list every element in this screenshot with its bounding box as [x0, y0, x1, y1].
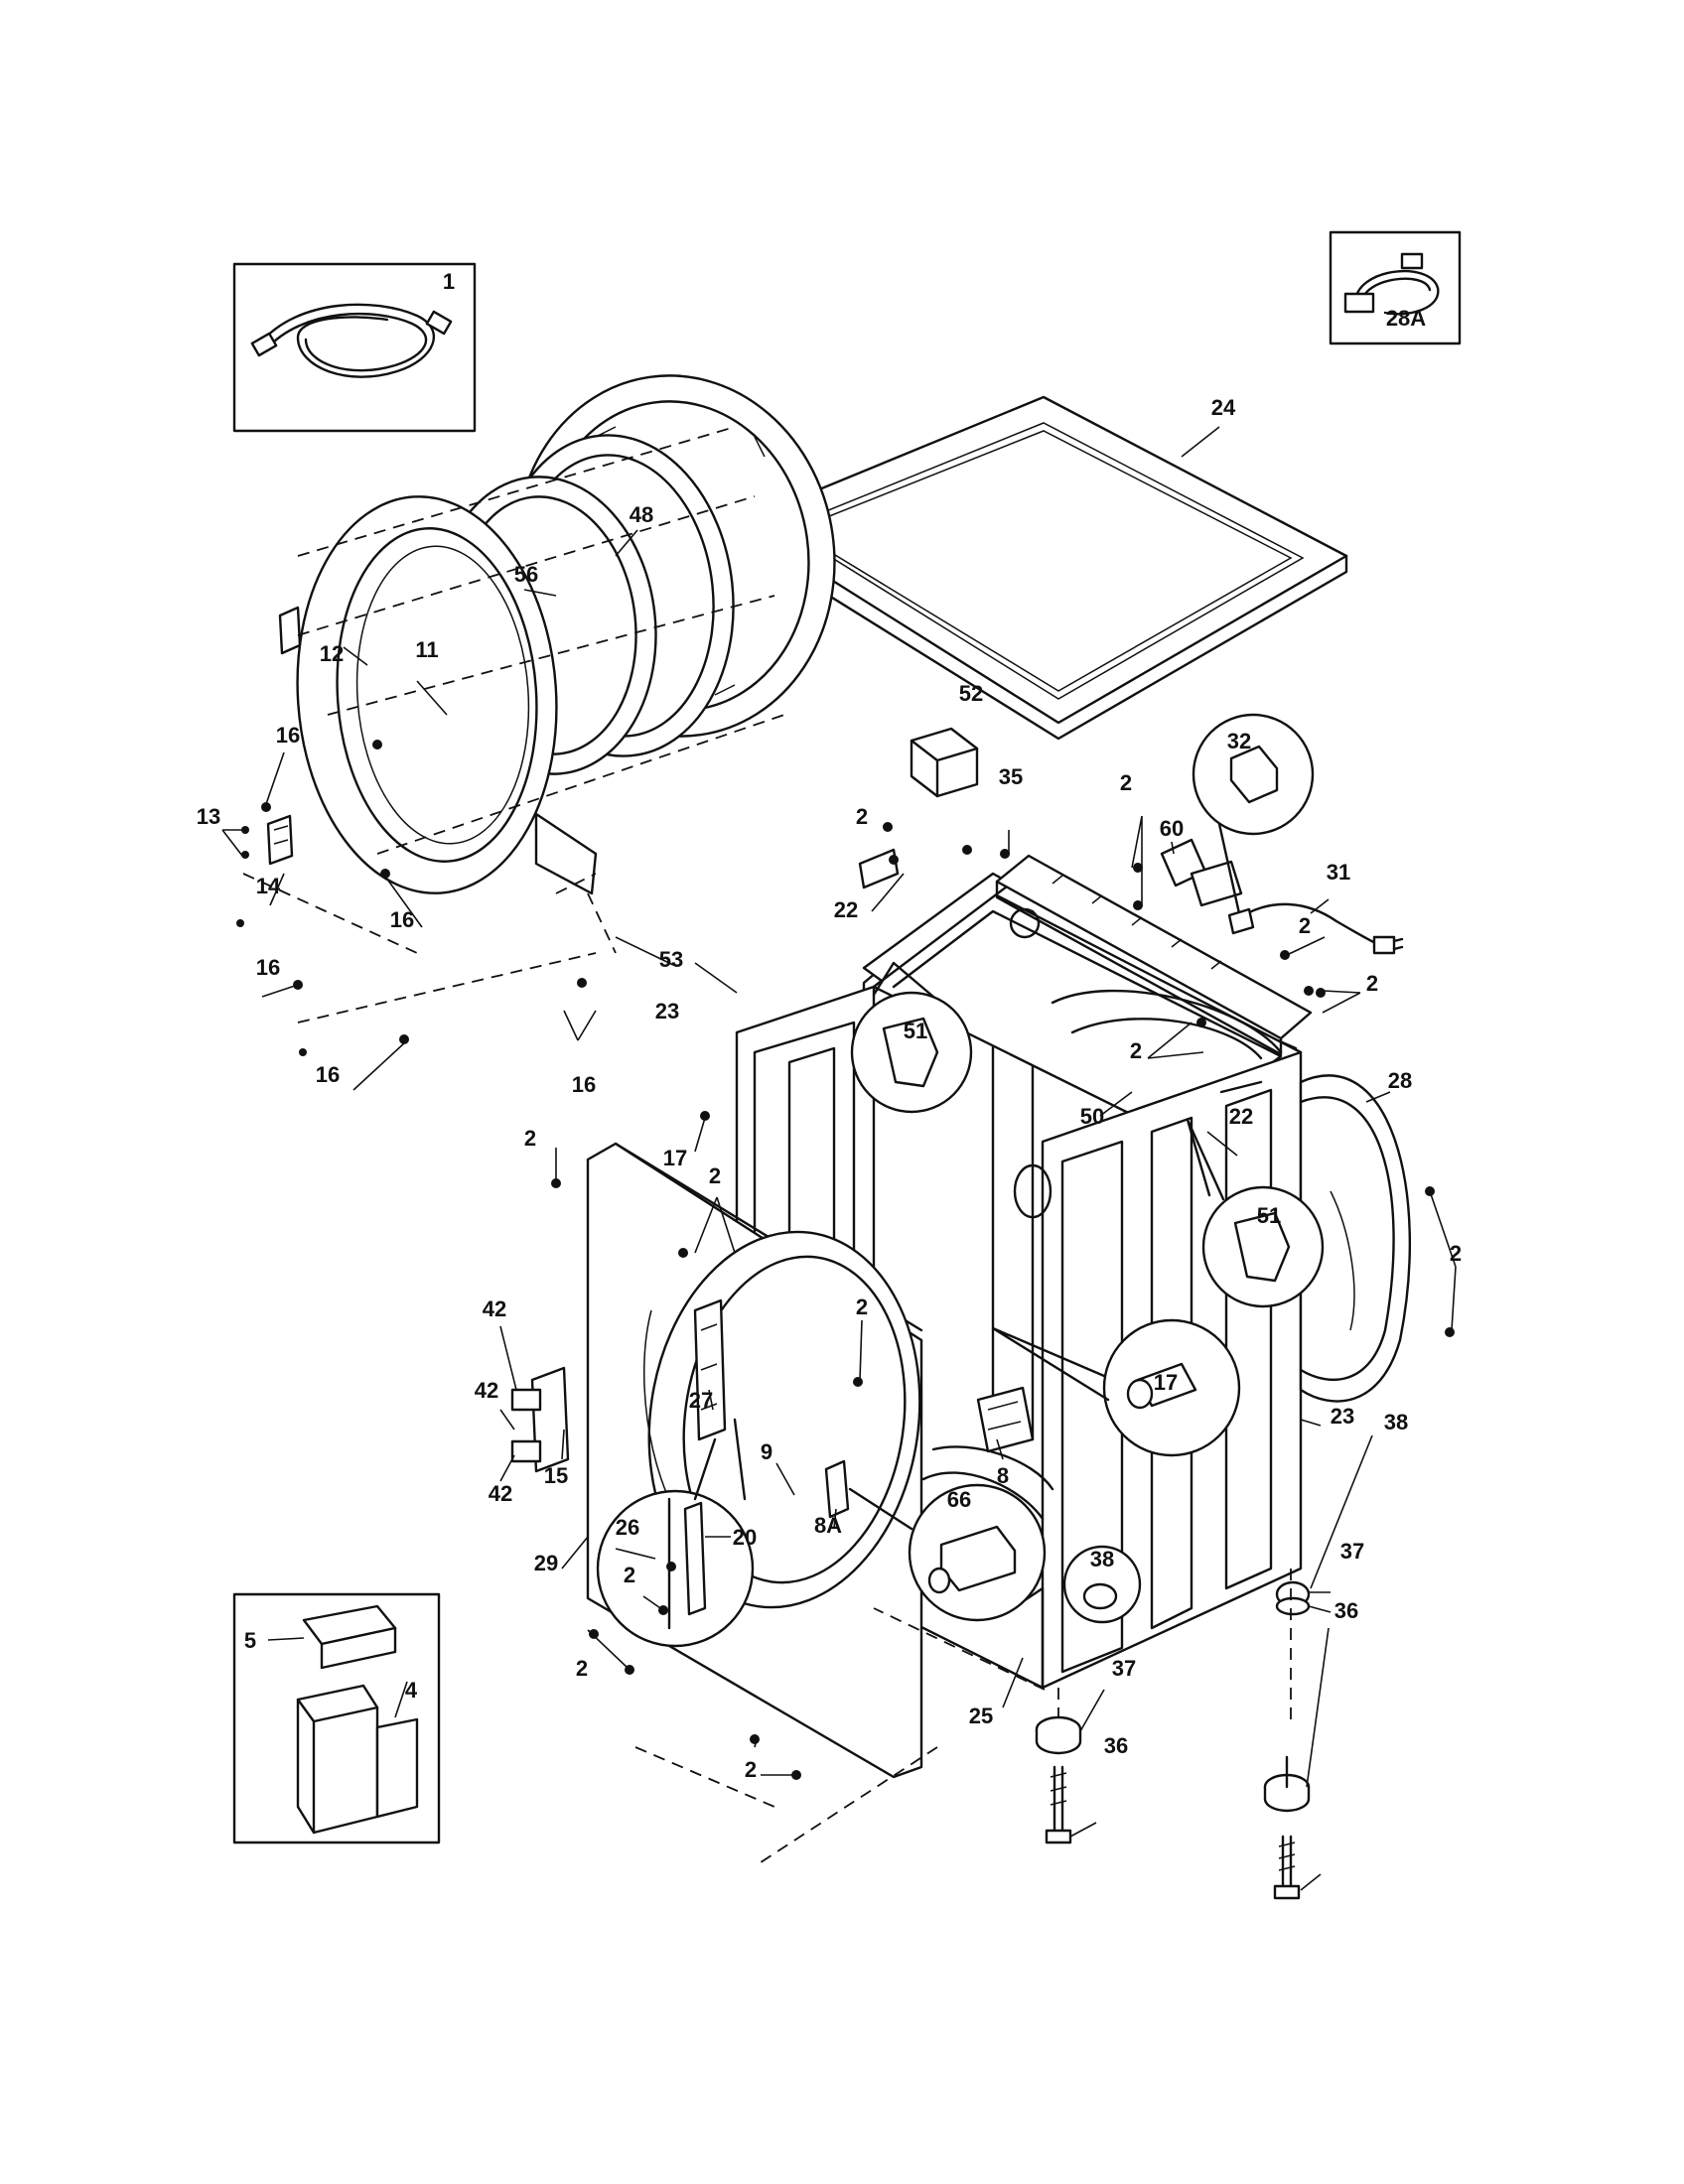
inset-box-control-board	[232, 1592, 441, 1844]
callout-label: 48	[630, 502, 653, 527]
detail-circle-38	[1062, 1545, 1142, 1624]
pressure-switch-8	[976, 1386, 1035, 1453]
callout-label: 1	[443, 269, 455, 294]
callout-label: 2	[856, 1295, 868, 1319]
drain-area-25	[921, 1445, 1054, 1521]
callout-label: 9	[761, 1439, 772, 1464]
callout-label: 28	[1388, 1068, 1412, 1093]
power-cord-31	[1229, 902, 1404, 955]
door-screws	[236, 740, 587, 1056]
callout-label: 52	[959, 681, 983, 706]
callout-label: 16	[316, 1062, 340, 1087]
callout-label: 17	[663, 1146, 687, 1170]
callout-label: 20	[733, 1525, 757, 1550]
callout-label: 2	[709, 1163, 721, 1188]
callout-label: 37	[1340, 1539, 1364, 1564]
callout-label: 2	[524, 1126, 536, 1151]
callout-label: 35	[999, 764, 1023, 789]
callout-label: 2	[1366, 971, 1378, 996]
callout-label: 5	[244, 1628, 256, 1653]
callout-label: 37	[1112, 1656, 1136, 1681]
callout-label: 32	[1227, 729, 1251, 753]
bracket-22-left	[858, 848, 900, 889]
callout-label: 2	[1120, 770, 1132, 795]
leveling-leg-right	[1263, 1580, 1311, 1900]
callout-label: 51	[904, 1019, 927, 1043]
callout-label: 23	[655, 999, 679, 1024]
hose-clamp-28-detail	[1219, 1080, 1263, 1094]
callout-label: 2	[856, 804, 868, 829]
callout-label: 15	[544, 1463, 568, 1488]
detail-circle-32	[1192, 713, 1315, 935]
wire-8A	[824, 1459, 850, 1519]
detail-circle-51-upper	[850, 961, 973, 1114]
callout-label: 16	[572, 1072, 596, 1097]
callout-label: 27	[689, 1388, 713, 1413]
callout-label: 28A	[1386, 306, 1426, 331]
leveling-leg-left	[1035, 1715, 1082, 1844]
callout-label: 53	[659, 947, 683, 972]
callout-label: 13	[197, 804, 220, 829]
callout-label: 22	[834, 897, 858, 922]
inset-box-inlet-hose	[232, 262, 477, 433]
door-assembly-dashed-lines	[242, 426, 785, 1024]
callout-label: 66	[947, 1487, 971, 1512]
door-lock-bracket-27	[693, 1298, 727, 1441]
callout-label: 2	[1450, 1241, 1462, 1266]
callout-label: 25	[969, 1704, 993, 1728]
callout-label: 56	[514, 562, 538, 587]
detail-circle-17	[991, 1318, 1241, 1457]
callout-label: 14	[256, 874, 281, 898]
callout-label: 60	[1160, 816, 1184, 841]
hinge-bracket-15	[510, 1366, 570, 1473]
callout-label: 16	[276, 723, 300, 748]
callout-label: 2	[624, 1563, 635, 1587]
callout-label: 36	[1334, 1598, 1358, 1623]
callout-label: 42	[489, 1481, 512, 1506]
callout-label: 12	[320, 641, 344, 666]
callout-label: 4	[405, 1678, 418, 1703]
callout-labels: 1 24 48 56 12 11 16 13 14 16 16 53 16 16…	[197, 269, 1462, 1782]
detail-circle-66	[848, 1483, 1047, 1622]
part-52-block	[910, 727, 979, 798]
callout-label: 8A	[814, 1513, 842, 1538]
callout-label: 26	[616, 1515, 639, 1540]
callout-label: 22	[1229, 1104, 1253, 1129]
callout-label: 51	[1257, 1203, 1281, 1228]
callout-label: 36	[1104, 1733, 1128, 1758]
callout-label: 17	[1154, 1370, 1178, 1395]
callout-label: 38	[1384, 1410, 1408, 1434]
callout-label: 38	[1090, 1547, 1114, 1571]
inset-box-hose-clamp	[1329, 230, 1462, 345]
door-front-frame	[278, 495, 598, 895]
callout-label: 2	[1299, 913, 1311, 938]
callout-label: 50	[1080, 1104, 1104, 1129]
tub-interior	[1009, 907, 1283, 1219]
callout-label: 42	[483, 1297, 506, 1321]
control-rail	[995, 854, 1313, 1056]
callout-label: 16	[390, 907, 414, 932]
callout-label: 2	[576, 1656, 588, 1681]
callout-label: 31	[1327, 860, 1350, 885]
detail-circle-51-lower	[1186, 1118, 1325, 1308]
leader-lines	[221, 426, 1457, 1891]
callout-label: 16	[256, 955, 280, 980]
back-panel-gasket	[1299, 1074, 1411, 1403]
callout-label: 2	[745, 1757, 757, 1782]
door-hinge-13	[266, 814, 294, 866]
callout-label: 8	[997, 1463, 1009, 1488]
callout-label: 24	[1211, 395, 1236, 420]
callout-label: 2	[1130, 1038, 1142, 1063]
callout-label: 11	[415, 637, 438, 662]
callout-label: 29	[534, 1551, 558, 1575]
top-panel	[738, 395, 1348, 741]
callout-label: 23	[1331, 1404, 1354, 1429]
callout-label: 42	[475, 1378, 498, 1403]
